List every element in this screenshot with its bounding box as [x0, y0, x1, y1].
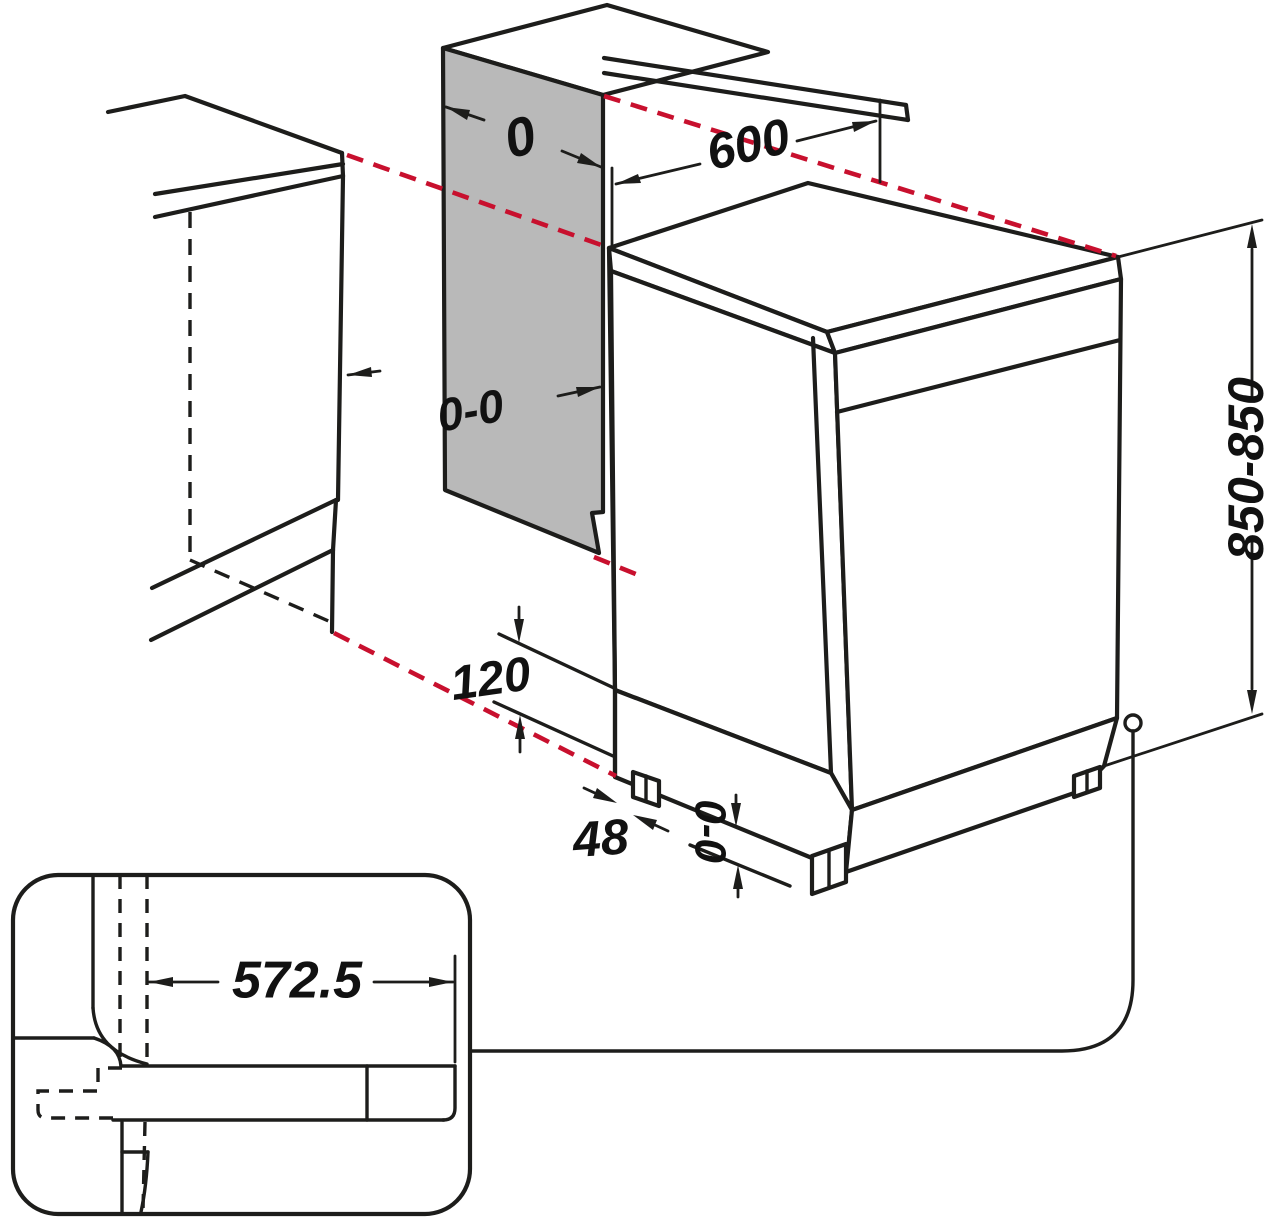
- dishwasher: [606, 180, 1124, 897]
- dim-label-height-range: 850-850: [1218, 377, 1274, 561]
- left-cabinet: [105, 93, 346, 643]
- leader-anchor-circle: [1123, 713, 1143, 733]
- left-cabinet-worktop-band-top: [152, 161, 346, 197]
- detail-callout: 572.5: [10, 713, 1143, 1217]
- left-cabinet-worktop-top: [105, 93, 345, 156]
- floor-line: [688, 843, 792, 888]
- rear-worktop-bottom-edge: [601, 70, 911, 123]
- dimension-bottom-gap: 0-0: [685, 793, 743, 899]
- projection-bottom-left: [332, 630, 618, 779]
- detail-box: [10, 872, 473, 1217]
- rear-worktop: [601, 55, 911, 123]
- projection-bottom-panel: [593, 554, 644, 580]
- dimension-side-gap: 0-0: [346, 367, 602, 442]
- dim-label-plinth-depth: 572.5: [232, 952, 363, 1010]
- dim-label-niche-width: 600: [701, 108, 795, 181]
- left-cabinet-plinth-side: [329, 547, 336, 635]
- detail-hidden-step: [36, 1066, 122, 1120]
- rear-worktop-top-edge: [601, 55, 909, 108]
- left-cabinet-worktop-band-bottom: [152, 173, 346, 220]
- dishwasher-side-edge-inner: [810, 335, 834, 776]
- dim-label-foot-inset: 48: [570, 808, 631, 868]
- dim-label-side-gap: 0-0: [433, 379, 508, 442]
- projection-top-right: [603, 93, 1117, 259]
- dim-label-bottom-gap: 0-0: [685, 799, 734, 863]
- projection-top-left: [346, 152, 608, 250]
- dimension-plinth-height: 120: [447, 605, 616, 758]
- side-panel-front-face: [440, 45, 606, 556]
- dimension-foot-inset: 48: [570, 786, 670, 868]
- dim-label-plinth-height: 120: [447, 647, 534, 711]
- left-cabinet-plinth-edge: [148, 547, 336, 643]
- dimension-height-range: 850-850: [1102, 218, 1274, 768]
- dishwasher-control-panel-line: [834, 337, 1123, 415]
- dishwasher-left-edge: [606, 245, 618, 780]
- left-cabinet-bottom-edge: [149, 497, 339, 591]
- left-cabinet-corner: [330, 497, 339, 553]
- left-cabinet-front-edge: [335, 173, 346, 503]
- leader-line: [468, 729, 1135, 1053]
- side-panel: [440, 2, 771, 556]
- rear-worktop-end: [903, 102, 911, 123]
- projection-lines: [332, 93, 1117, 779]
- left-cabinet-worktop-end: [339, 150, 346, 179]
- left-cabinet-hidden-bottom-edge: [189, 558, 334, 625]
